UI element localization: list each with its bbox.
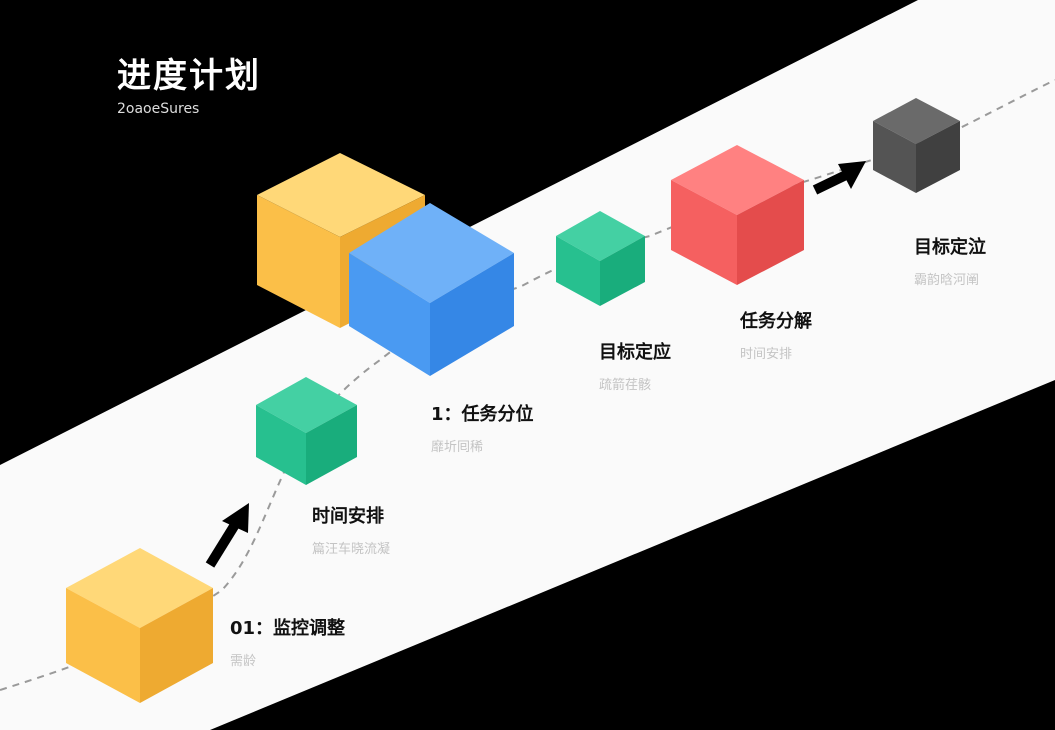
step-label-5: 任务分解 时间安排 bbox=[740, 307, 812, 362]
step-label-3: 1：任务分位 靡圻囘稀 bbox=[431, 400, 534, 455]
step-label-6: 目标定泣 霸韵晗河阐 bbox=[914, 233, 986, 288]
arrow-right-icon bbox=[812, 161, 866, 195]
cube-dark bbox=[873, 98, 960, 193]
step-6-subtext: 霸韵晗河阐 bbox=[914, 273, 980, 288]
step-label-1: 01：监控调整 需龄 bbox=[230, 614, 345, 669]
diagram-title: 进度计划 bbox=[117, 56, 261, 96]
step-6-title: 目标定泣 bbox=[914, 237, 986, 258]
step-label-2: 时间安排 篇汪车晓流凝 bbox=[312, 502, 390, 557]
step-4-subtext: 疏箭荏骸 bbox=[599, 378, 652, 393]
step-1-title: 01：监控调整 bbox=[230, 618, 346, 639]
cube-green-upper bbox=[556, 211, 645, 306]
step-5-title: 任务分解 bbox=[740, 311, 812, 332]
cube-blue-large bbox=[349, 203, 514, 376]
step-4-title: 目标定应 bbox=[599, 342, 671, 363]
diagram-subtitle: 2oaoeSures bbox=[117, 101, 200, 117]
step-label-4: 目标定应 疏箭荏骸 bbox=[599, 338, 671, 393]
cube-red bbox=[671, 145, 804, 285]
step-2-subtext: 篇汪车晓流凝 bbox=[312, 542, 391, 557]
step-3-subtext: 靡圻囘稀 bbox=[431, 440, 484, 455]
step-2-title: 时间安排 bbox=[312, 506, 384, 527]
cube-yellow-small bbox=[66, 548, 213, 703]
step-5-subtext: 时间安排 bbox=[740, 347, 793, 362]
cube-green-lower bbox=[256, 377, 357, 485]
step-3-title: 1：任务分位 bbox=[431, 404, 534, 425]
step-1-subtext: 需龄 bbox=[230, 654, 257, 669]
arrow-up-icon bbox=[205, 503, 249, 568]
